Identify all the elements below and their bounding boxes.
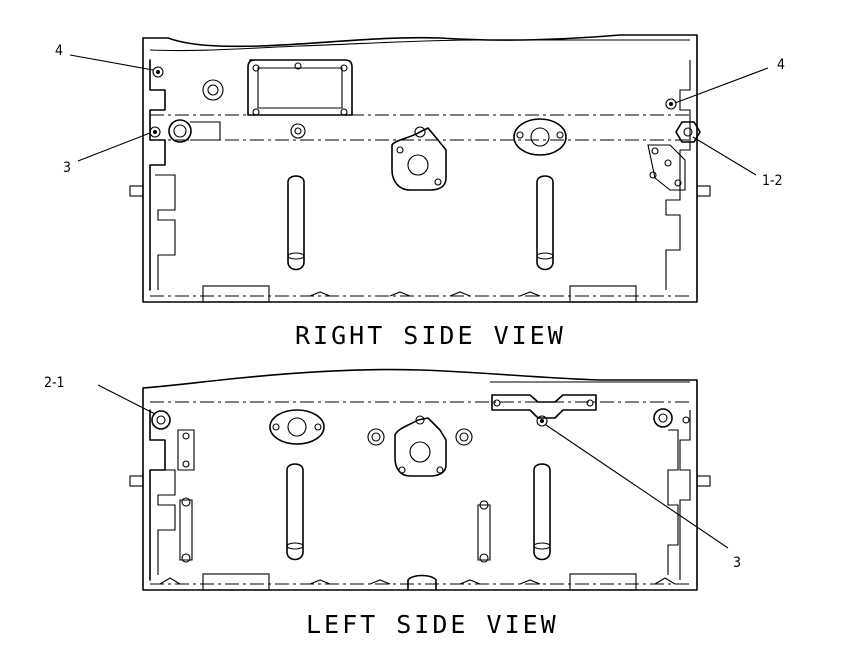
callout-label: 4 <box>777 57 785 73</box>
right-side-view <box>129 34 711 303</box>
left-side-view <box>129 368 711 591</box>
callout-label: 3 <box>63 160 71 176</box>
callout-label: 1-2 <box>762 173 783 189</box>
left-side-view-title: LEFT SIDE VIEW <box>306 610 559 639</box>
callout-label: 4 <box>55 43 63 59</box>
callout-label: 2-1 <box>44 375 65 391</box>
callout-label: 3 <box>733 555 741 571</box>
right-side-view-title: RIGHT SIDE VIEW <box>295 321 566 350</box>
